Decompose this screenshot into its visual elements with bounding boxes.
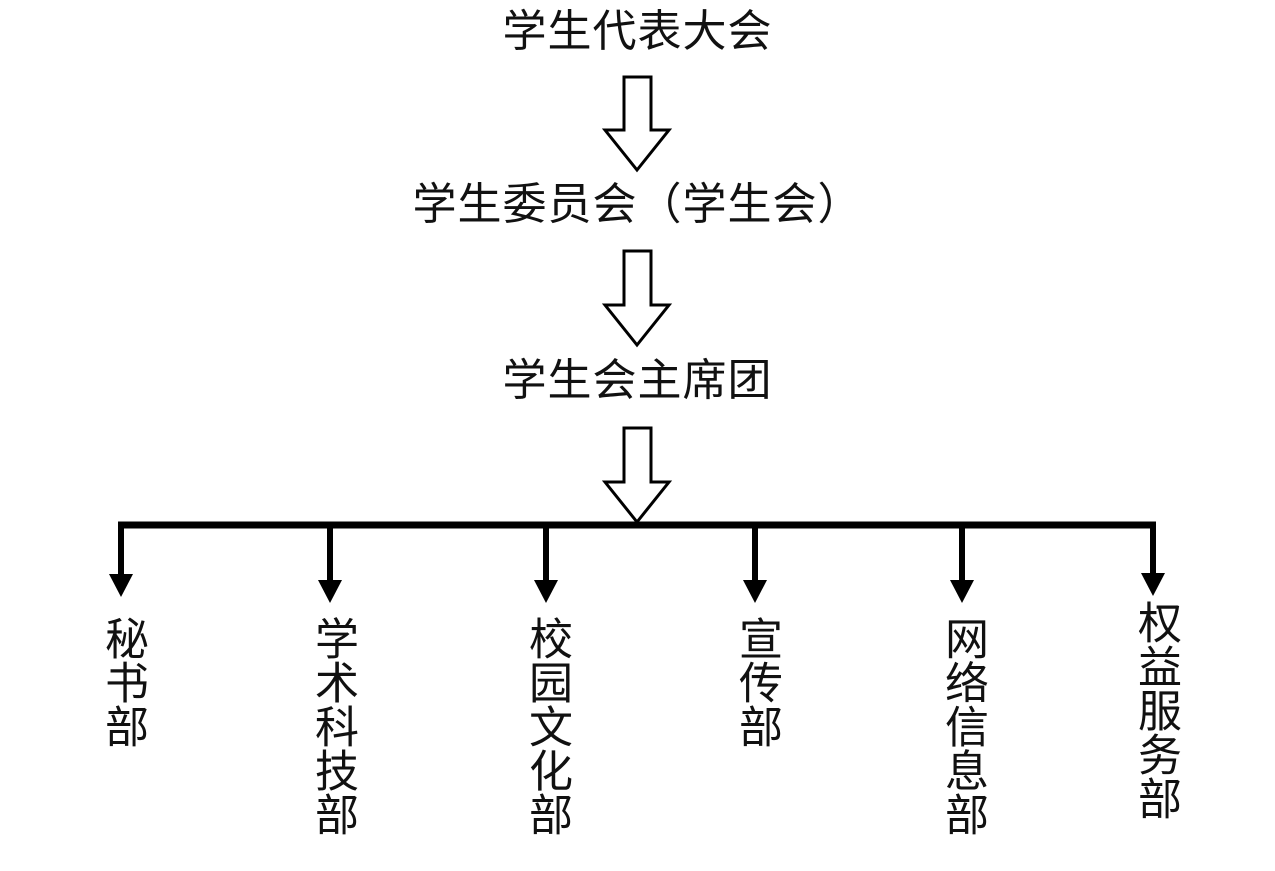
dept-academic-technology: 学术科技部 — [307, 616, 358, 836]
dept-secretariat: 秘书部 — [97, 616, 148, 748]
level-student-union-committee: 学生委员会（学生会） — [412, 179, 863, 230]
level-presidium: 学生会主席团 — [502, 355, 773, 406]
branch-arrow-1 — [109, 525, 133, 597]
hollow-down-arrow-2 — [601, 249, 673, 348]
branch-arrow-6 — [1141, 525, 1165, 596]
dept-publicity: 宣传部 — [731, 616, 782, 748]
dept-network-information: 网络信息部 — [937, 616, 988, 836]
branch-arrow-3 — [534, 525, 558, 603]
hollow-down-arrow-3 — [601, 426, 673, 525]
branch-arrow-4 — [743, 525, 767, 603]
dept-rights-services: 权益服务部 — [1130, 600, 1181, 820]
branch-arrow-2 — [318, 525, 342, 603]
branch-arrow-5 — [950, 525, 974, 603]
dept-campus-culture: 校园文化部 — [521, 616, 572, 836]
hollow-down-arrow-1 — [601, 75, 673, 173]
level-student-congress: 学生代表大会 — [502, 6, 773, 57]
